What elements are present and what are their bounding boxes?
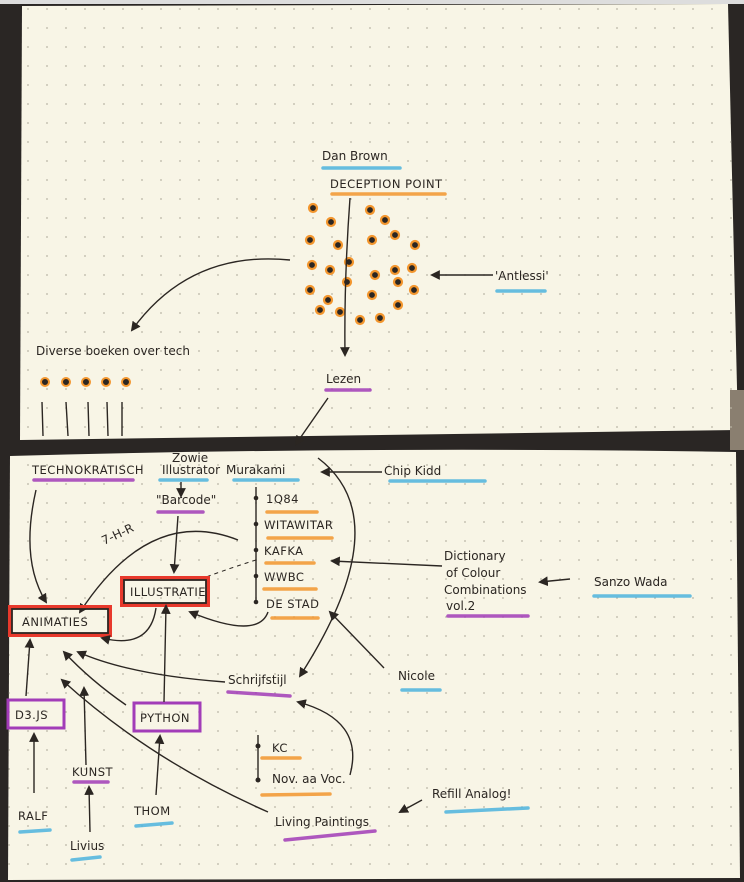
cluster-dot <box>408 284 420 296</box>
cluster-dot <box>322 294 334 306</box>
cluster-dot <box>366 234 378 246</box>
animaties-label: ANIMATIES <box>22 615 88 629</box>
cluster-dot <box>332 239 344 251</box>
living-paintings-label: Living Paintings <box>275 815 369 829</box>
nov-label: Nov. aa Voc. <box>272 772 346 786</box>
cluster-dot <box>392 299 404 311</box>
cluster-dot <box>306 259 318 271</box>
technocratic-label: TECHNOKRATISCH <box>31 463 144 477</box>
dictionary-line: vol.2 <box>446 599 475 613</box>
dictionary-line: Combinations <box>444 583 527 597</box>
nicole-label: Nicole <box>398 669 435 683</box>
reading-label: Lezen <box>326 372 361 386</box>
book-item: WITAWITAR <box>264 518 333 532</box>
schrijfstijl-label: Schrijfstijl <box>228 673 287 687</box>
book-title: DECEPTION POINT <box>330 177 443 191</box>
cluster-dot <box>379 214 391 226</box>
d3js-box: D3.JS <box>6 698 66 730</box>
cluster-dot <box>366 289 378 301</box>
cluster-dot <box>334 306 346 318</box>
dictionary-line: Dictionary <box>444 549 506 563</box>
thom-label: THOM <box>133 804 171 818</box>
animaties-box: ANIMATIES <box>8 605 112 637</box>
cluster-dot <box>409 239 421 251</box>
barcode-label: "Barcode" <box>156 493 216 507</box>
book-item: 1Q84 <box>266 492 299 506</box>
sanzo-wada-label: Sanzo Wada <box>594 575 667 589</box>
cluster-dot <box>324 264 336 276</box>
quote-label: 'Antlessi' <box>495 269 549 283</box>
ralf-label: RALF <box>18 809 48 823</box>
cluster-dot <box>307 202 319 214</box>
book-item: DE STAD <box>266 597 319 611</box>
author-label: Dan Brown <box>322 149 388 163</box>
cluster-dot <box>389 229 401 241</box>
cluster-dot <box>341 276 353 288</box>
kc-label: KC <box>272 741 288 755</box>
tech-books-label: Diverse boeken over tech <box>36 344 190 358</box>
dot-cluster <box>304 202 421 326</box>
illustrator-line2: Illustrator <box>162 463 220 477</box>
cluster-dot <box>389 264 401 276</box>
cluster-dot <box>374 312 386 324</box>
python-box: PYTHON <box>132 701 202 733</box>
cluster-dot <box>392 276 404 288</box>
cluster-dot <box>364 204 376 216</box>
cluster-dot <box>369 269 381 281</box>
cluster-dot <box>354 314 366 326</box>
book-item: KAFKA <box>264 544 304 558</box>
cluster-dot <box>304 284 316 296</box>
cluster-dot <box>325 216 337 228</box>
cluster-dot <box>406 262 418 274</box>
chip-kidd-label: Chip Kidd <box>384 464 441 478</box>
illustratie-label: ILLUSTRATIE <box>130 585 206 599</box>
kunst-label: KUNST <box>72 765 114 779</box>
murakami-book-list: 1Q84 WITAWITAR KAFKA WWBC DE STAD <box>253 492 334 620</box>
python-label: PYTHON <box>140 711 190 725</box>
cluster-dot <box>304 234 316 246</box>
illustrator-line1: Zowie <box>172 451 208 465</box>
refill-label: Refill Analog! <box>432 787 512 801</box>
d3js-label: D3.JS <box>15 708 48 722</box>
murakami-label: Murakami <box>226 463 285 477</box>
tech-book-dots <box>40 377 131 437</box>
dictionary-line: of Colour <box>446 566 500 580</box>
cluster-dot <box>314 304 326 316</box>
book-item: WWBC <box>264 570 304 584</box>
livius-label: Livius <box>70 839 104 853</box>
